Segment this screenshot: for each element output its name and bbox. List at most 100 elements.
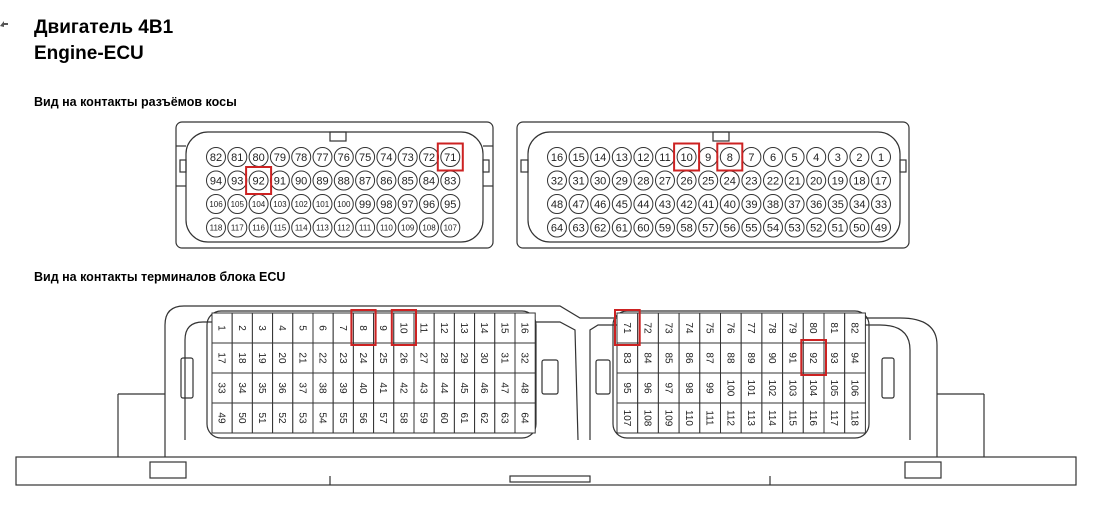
harness-left-pin-80: 80	[248, 147, 269, 167]
terminal-right-pin-113: 113	[740, 402, 763, 434]
harness-right-pin-40: 40	[719, 194, 740, 214]
harness-right-pin-29: 29	[611, 170, 632, 191]
svg-text:62: 62	[594, 222, 606, 234]
terminal-right-pin-106: 106	[844, 372, 866, 404]
svg-text:115: 115	[786, 410, 797, 426]
svg-text:47: 47	[498, 382, 509, 394]
highlight-box	[390, 309, 417, 346]
terminal-left-pin-64: 64	[514, 402, 536, 434]
svg-text:56: 56	[724, 222, 736, 234]
terminal-right-pin-118: 118	[844, 402, 866, 434]
terminal-left-pin-34: 34	[231, 372, 253, 404]
terminal-right-pin-78: 78	[761, 312, 784, 344]
svg-text:25: 25	[377, 352, 388, 364]
highlight-box	[800, 339, 827, 376]
svg-text:82: 82	[210, 152, 222, 164]
svg-text:93: 93	[231, 175, 243, 187]
svg-text:59: 59	[659, 222, 671, 234]
svg-text:86: 86	[380, 175, 392, 187]
svg-text:42: 42	[397, 382, 408, 394]
ecu-terminal-body	[15, 305, 1077, 486]
svg-text:112: 112	[337, 223, 350, 232]
svg-text:71: 71	[444, 152, 456, 164]
svg-text:31: 31	[498, 352, 509, 364]
harness-right-pin-14: 14	[590, 147, 611, 167]
terminal-left-pin-7: 7	[332, 312, 354, 344]
svg-text:11: 11	[418, 323, 429, 334]
highlight-boxes	[245, 142, 827, 376]
svg-text:49: 49	[216, 412, 227, 424]
svg-text:89: 89	[745, 352, 756, 364]
harness-right-pin-46: 46	[590, 194, 611, 214]
harness-right-pin-1: 1	[871, 147, 891, 167]
terminal-right-pin-92: 92	[802, 342, 825, 374]
terminal-left-pin-56: 56	[352, 402, 375, 434]
svg-text:94: 94	[210, 175, 222, 187]
harness-right-pin-2: 2	[849, 147, 870, 167]
svg-text:36: 36	[810, 199, 822, 211]
svg-text:111: 111	[359, 223, 372, 232]
terminal-left-pin-54: 54	[312, 402, 334, 434]
harness-left-pin-112: 112	[333, 217, 354, 238]
highlight-box	[436, 142, 464, 172]
terminal-right-pin-71: 71	[616, 312, 639, 344]
terminal-left-pin-42: 42	[393, 372, 415, 404]
svg-text:11: 11	[659, 152, 670, 164]
svg-text:109: 109	[401, 223, 415, 232]
harness-right-pin-4: 4	[806, 147, 827, 167]
svg-text:20: 20	[810, 175, 822, 187]
terminal-left-pin-60: 60	[433, 402, 455, 434]
svg-text:103: 103	[273, 200, 287, 209]
harness-right-pin-7: 7	[741, 147, 762, 167]
terminal-left-pin-61: 61	[453, 402, 476, 434]
highlight-box	[245, 166, 273, 195]
svg-text:82: 82	[849, 322, 860, 334]
svg-text:98: 98	[683, 382, 694, 394]
svg-text:84: 84	[423, 175, 435, 187]
terminal-left-pin-59: 59	[413, 402, 435, 434]
harness-right-pin-60: 60	[633, 217, 654, 238]
svg-text:103: 103	[786, 380, 797, 397]
svg-text:29: 29	[616, 175, 628, 187]
terminal-left-pin-51: 51	[251, 402, 274, 434]
svg-text:95: 95	[444, 199, 456, 211]
svg-text:8: 8	[727, 152, 733, 164]
svg-text:98: 98	[380, 199, 392, 211]
svg-text:113: 113	[316, 223, 329, 232]
svg-text:87: 87	[704, 352, 715, 364]
terminal-left-pin-15: 15	[494, 312, 516, 344]
terminal-left-pin-52: 52	[272, 402, 294, 434]
svg-text:54: 54	[767, 222, 779, 234]
svg-text:115: 115	[274, 223, 287, 232]
svg-text:6: 6	[770, 152, 776, 164]
terminal-left-pin-46: 46	[474, 372, 496, 404]
terminal-right-pin-103: 103	[782, 372, 804, 404]
terminal-right-pin-95: 95	[616, 372, 639, 404]
terminal-right-pin-89: 89	[740, 342, 763, 374]
svg-text:34: 34	[236, 382, 247, 394]
harness-right-pin-52: 52	[806, 217, 827, 238]
svg-text:62: 62	[478, 412, 489, 424]
svg-text:83: 83	[444, 175, 456, 187]
terminal-right-pin-96: 96	[637, 372, 659, 404]
harness-left-pin-106: 106	[206, 194, 226, 214]
svg-text:109: 109	[662, 410, 673, 427]
harness-right-pin-55: 55	[741, 217, 762, 238]
svg-text:105: 105	[231, 200, 245, 209]
svg-text:92: 92	[807, 352, 818, 364]
svg-text:1: 1	[878, 152, 884, 164]
svg-text:101: 101	[316, 200, 330, 209]
svg-text:84: 84	[642, 352, 653, 364]
terminal-right-pin-84: 84	[637, 342, 659, 374]
terminal-left-pin-44: 44	[433, 372, 455, 404]
harness-left-pin-90: 90	[291, 170, 312, 191]
svg-text:96: 96	[423, 199, 435, 211]
svg-text:92: 92	[252, 175, 264, 187]
harness-right-pin-45: 45	[611, 194, 632, 214]
svg-text:88: 88	[724, 352, 735, 364]
highlight-box	[673, 142, 701, 172]
terminal-right-pin-108: 108	[637, 402, 659, 434]
harness-right-pin-17: 17	[871, 170, 891, 191]
svg-text:76: 76	[338, 152, 350, 164]
terminal-left-pin-63: 63	[494, 402, 516, 434]
